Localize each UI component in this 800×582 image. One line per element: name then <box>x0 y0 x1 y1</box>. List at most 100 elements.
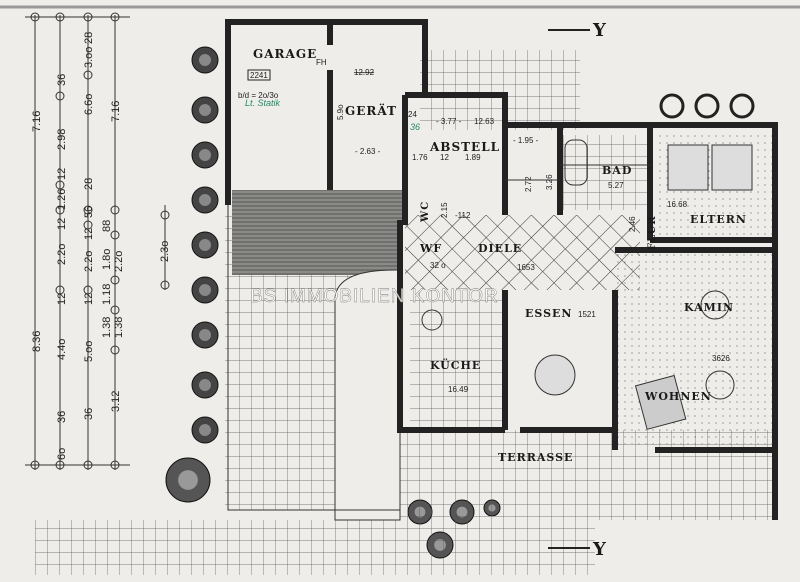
room-area-eltern: 16.68 <box>667 200 688 209</box>
diele-floor <box>405 215 640 290</box>
walls <box>225 19 778 520</box>
dim-label: 28 <box>83 178 95 190</box>
room-area-flur: 2.46 <box>628 216 637 232</box>
planters <box>659 93 755 119</box>
grid-marker <box>160 210 170 220</box>
shrub-icon <box>165 457 211 503</box>
tree-icon <box>191 276 219 304</box>
dim-label: 12 <box>56 168 68 180</box>
dim-label: 2.15 <box>440 202 449 218</box>
dim-label: -112 <box>455 211 471 220</box>
dim-label: 88 <box>101 220 113 232</box>
grid-marker <box>110 275 120 285</box>
dim-label: 6.6o <box>83 94 95 115</box>
room-name-garage: GARAGE <box>253 47 317 61</box>
dim-label: 1.38 <box>113 317 125 338</box>
dim-label: 2.2o <box>113 251 125 272</box>
grid-marker <box>83 205 93 215</box>
tree-icon <box>191 416 219 444</box>
dim-label: 7.16 <box>31 111 43 132</box>
tree-icon <box>191 141 219 169</box>
dim-label: 1.8o <box>101 249 113 270</box>
dim-label: 12 <box>56 293 68 305</box>
grid-marker <box>110 305 120 315</box>
beam-note: b/d = 2o/3o <box>238 91 279 100</box>
grid-marker <box>55 205 65 215</box>
dim-label: 2.3o <box>159 241 171 262</box>
grid-marker <box>110 460 120 470</box>
dim-label: 8.36 <box>31 331 43 352</box>
room-name-terrasse: TERRASSE <box>498 451 573 464</box>
room-area-geraet: 12.92 <box>354 68 375 77</box>
dim-label: 12 <box>440 153 449 162</box>
tree-icon <box>191 371 219 399</box>
room-name-kueche: KÜCHE <box>430 358 481 372</box>
section-label-bottom: Y <box>592 539 607 560</box>
section-markers: Y Y <box>548 20 607 560</box>
dim-label: 36 <box>83 408 95 420</box>
grid-marker <box>110 12 120 22</box>
fh-label: FH <box>316 58 327 67</box>
room-name-bad: BAD <box>602 164 632 177</box>
tree-icon <box>191 96 219 124</box>
dim-label: 1.89 <box>465 153 481 162</box>
dim-label: 7.16 <box>110 101 122 122</box>
dim-label: 12 <box>56 218 68 230</box>
statik-note: Lt. Statik <box>245 98 281 108</box>
dim-label: 2.98 <box>56 129 68 150</box>
dim-label: - 3.77 - <box>436 117 462 126</box>
dim-label: 12 <box>83 293 95 305</box>
dimension-markers <box>30 12 170 470</box>
dim-label: - 2.63 - <box>355 147 381 156</box>
dim-label: 1.38 <box>101 317 113 338</box>
grid-marker <box>30 12 40 22</box>
tree-icon <box>191 46 219 74</box>
garden-bed <box>334 269 401 521</box>
dim-label: 5.9o <box>336 104 345 120</box>
furniture <box>421 139 753 430</box>
grid-marker <box>55 460 65 470</box>
room-name-essen: ESSEN <box>525 307 572 320</box>
dim-label: 1.18 <box>101 284 113 305</box>
dim-label: 56 <box>83 206 95 218</box>
section-label-top: Y <box>592 20 607 41</box>
room-area-kueche: 16.49 <box>448 385 469 394</box>
dim-label: 6o <box>56 448 68 460</box>
room-name-flur: FLUR <box>647 215 658 250</box>
grid-marker <box>160 280 170 290</box>
grid-marker <box>55 180 65 190</box>
room-area-garage: 2241 <box>250 71 268 80</box>
room-name-abstell: ABSTELL <box>429 140 500 154</box>
wohnen-floor <box>615 250 775 445</box>
room-area-diele: 1653 <box>517 263 535 272</box>
grid-marker <box>55 12 65 22</box>
grid-marker <box>110 205 120 215</box>
dim-label: 3.oo <box>83 47 95 68</box>
dim-label: 28 <box>83 32 95 44</box>
tree-icon <box>191 321 219 349</box>
dim-label: 12 <box>83 228 95 240</box>
entry-paving <box>420 50 580 130</box>
dim-label: - 1.95 - <box>513 136 539 145</box>
paving-path <box>35 520 595 575</box>
grid-marker <box>55 285 65 295</box>
room-name-wc: WC <box>420 201 431 223</box>
grid-marker <box>83 285 93 295</box>
room-name-kamin: KAMIN <box>684 301 734 314</box>
grid-marker <box>55 91 65 101</box>
room-labels: GARAGE 2241 b/d = 2o/3o Lt. Statik FH 12… <box>238 47 747 464</box>
room-area-wohnen: 3626 <box>712 354 730 363</box>
grid-marker <box>110 345 120 355</box>
tree-icon <box>191 231 219 259</box>
room-area-bad: 5.27 <box>608 181 624 190</box>
dim-label: 3.26 <box>545 174 554 190</box>
bad-floor <box>560 135 650 210</box>
room-area-essen: 1521 <box>578 310 596 319</box>
dim-label: 1.26 <box>56 189 68 210</box>
dim-label: 2.2o <box>56 244 68 265</box>
dim-label: 1.76 <box>412 153 428 162</box>
room-name-diele: DIELE <box>478 242 522 255</box>
room-name-eltern: ELTERN <box>690 213 747 226</box>
grid-marker <box>110 230 120 240</box>
